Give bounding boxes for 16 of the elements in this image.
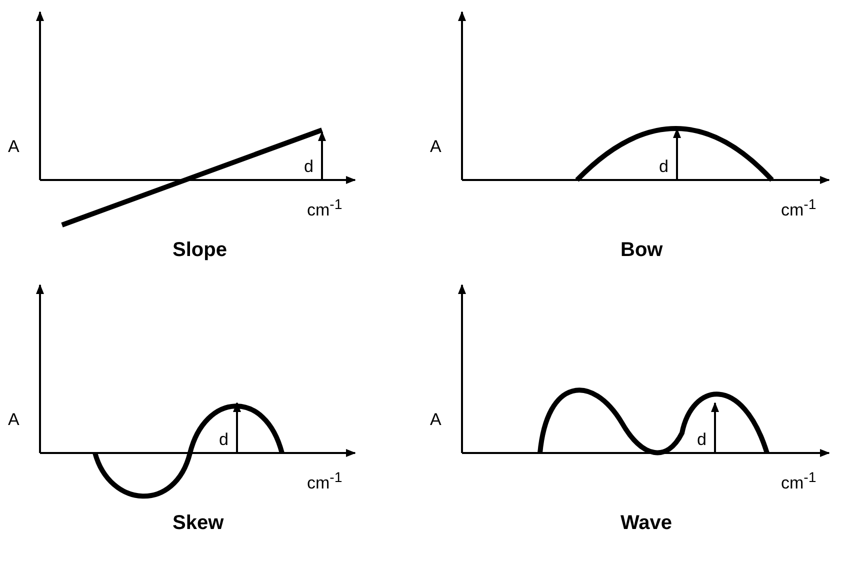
unit-label: cm$^{-1}$ — [307, 471, 342, 492]
axis-label: A — [430, 138, 442, 155]
dimension-label: d — [304, 158, 314, 175]
plot-title: Skew — [172, 513, 224, 533]
plot-title: Bow — [620, 240, 663, 260]
unit-label: cm$^{-1}$ — [307, 198, 342, 219]
axis-label: A — [430, 411, 442, 428]
unit-label: cm$^{-1}$ — [781, 198, 816, 219]
dimension-label: d — [697, 431, 706, 448]
plot-title: Wave — [620, 513, 672, 533]
plot-title: Slope — [172, 240, 227, 260]
dimension-label: d — [659, 158, 668, 175]
axis-label: A — [8, 138, 20, 155]
axis-label: A — [8, 411, 20, 428]
unit-label: cm$^{-1}$ — [781, 471, 816, 492]
dimension-label: d — [219, 431, 228, 448]
